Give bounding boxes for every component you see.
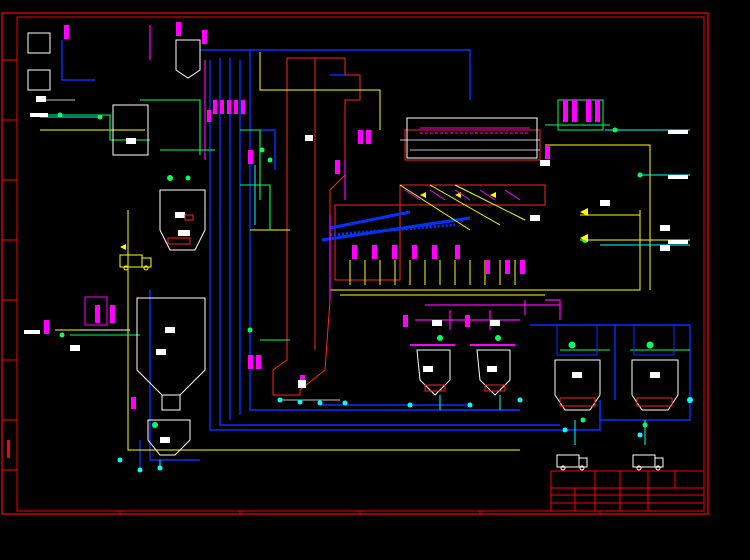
- side-notes: [7, 440, 10, 458]
- right-silos: [554, 324, 679, 411]
- drawing-frame: [1, 12, 709, 515]
- equipment-details-red: [167, 214, 673, 407]
- white-piping: [40, 99, 540, 401]
- baghouse-filter: [406, 99, 604, 159]
- magenta-piping: [149, 25, 561, 330]
- yellow-piping: [40, 52, 690, 451]
- central-ash-bins: [410, 344, 515, 396]
- mixing-tanks-left: [27, 32, 206, 251]
- large-silo: [84, 296, 206, 456]
- truck-icon-mid: [556, 454, 588, 471]
- blue-slanted-headers: [321, 210, 471, 242]
- cyan-piping: [40, 116, 690, 470]
- valves-cyan: [117, 397, 693, 473]
- title-block: [550, 470, 705, 512]
- baghouse-vents: [404, 189, 521, 201]
- truck-icon-right: [632, 454, 664, 471]
- equipment-labels: [24, 96, 688, 443]
- truck-icon-left: [119, 254, 152, 271]
